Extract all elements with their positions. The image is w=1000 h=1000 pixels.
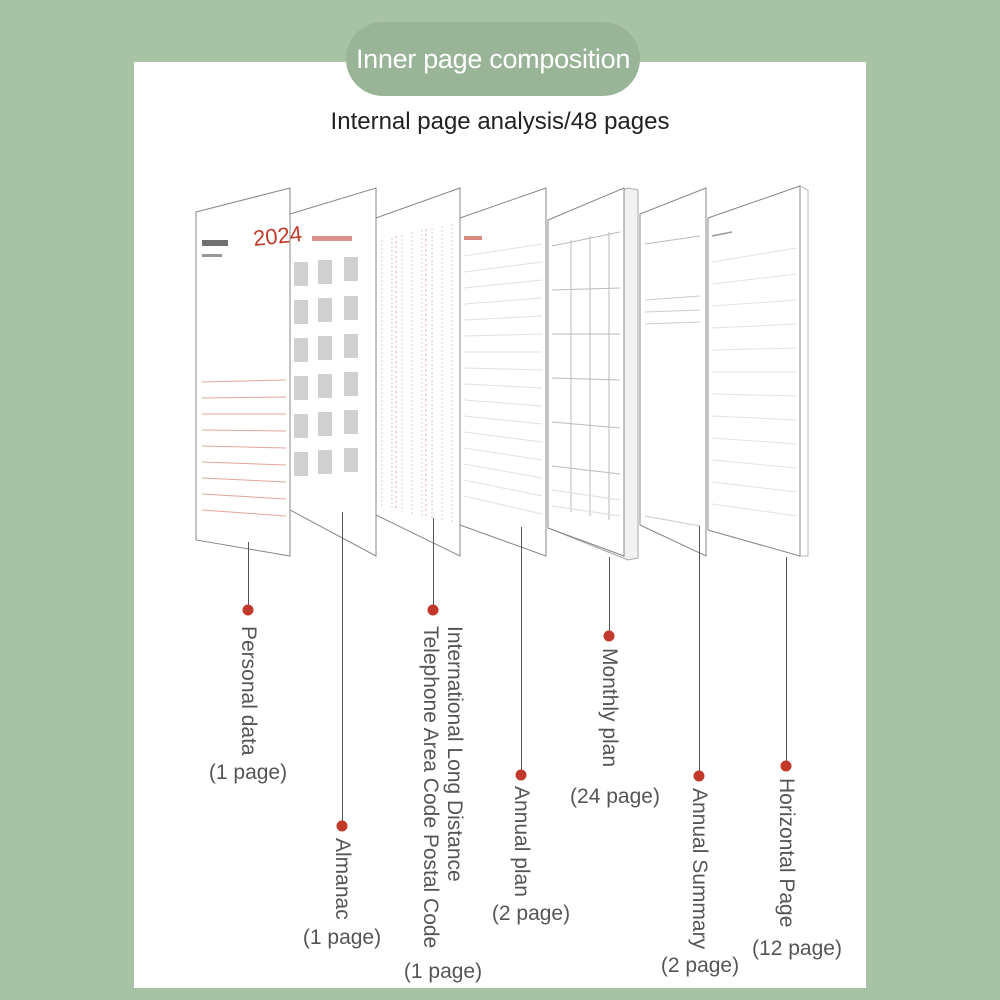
annual-plan-connector	[521, 527, 522, 773]
annual-plan-count: (2 page)	[491, 902, 571, 925]
title-text: Inner page composition	[355, 43, 631, 74]
page-year-text: 2024	[252, 221, 303, 251]
annual-summary-dot	[693, 770, 705, 782]
personal-data-dot	[242, 604, 254, 616]
horizontal-page-sheet	[707, 185, 809, 557]
almanac-connector	[342, 512, 343, 824]
almanac-count: (1 page)	[302, 926, 382, 949]
telephone-codes-dot	[427, 604, 439, 616]
monthly-plan-connector	[609, 557, 610, 634]
telephone-codes-label-line2: Telephone Area Code Postal Code	[419, 626, 442, 949]
monthly-plan-dot	[603, 630, 615, 642]
telephone-codes-connector	[433, 518, 434, 608]
annual-plan-dot	[515, 769, 527, 781]
horizontal-page-connector	[786, 557, 787, 764]
annual-plan-sheet	[459, 187, 547, 557]
annual-plan-label: Annual plan	[510, 786, 533, 897]
monthly-plan-label: Monthly plan	[598, 648, 621, 768]
horizontal-page-count: (12 page)	[752, 937, 842, 960]
horizontal-page-label: Horizontal Page	[775, 778, 798, 928]
annual-summary-label: Annual Summary	[688, 788, 711, 950]
almanac-sheet	[289, 187, 377, 557]
almanac-dot	[336, 820, 348, 832]
telephone-codes-label-line1: International Long Distance	[443, 626, 466, 882]
telephone-codes-count: (1 page)	[403, 960, 483, 983]
annual-summary-count: (2 page)	[660, 954, 740, 977]
personal-data-label: Personal data	[237, 626, 260, 756]
personal-data-connector	[248, 542, 249, 608]
telephone-codes-sheet	[375, 187, 461, 557]
annual-summary-connector	[699, 526, 700, 774]
personal-data-count: (1 page)	[208, 761, 288, 784]
personal-data-sheet: 2024	[195, 187, 303, 557]
subtitle: Internal page analysis/48 pages	[330, 108, 670, 135]
almanac-label: Almanac	[331, 838, 354, 920]
annual-summary-sheet	[639, 187, 707, 557]
monthly-plan-sheet	[547, 187, 639, 561]
monthly-plan-count: (24 page)	[570, 785, 660, 808]
horizontal-page-dot	[780, 760, 792, 772]
title-pill: Inner page composition	[346, 22, 640, 96]
